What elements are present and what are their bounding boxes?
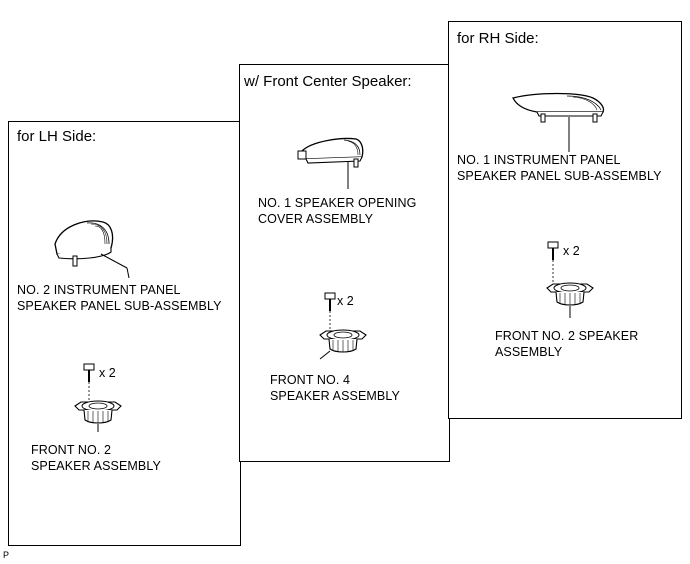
screw-icon bbox=[547, 241, 559, 284]
lh-screw-qty: x 2 bbox=[99, 366, 116, 380]
center-speaker-label: FRONT NO. 4 SPEAKER ASSEMBLY bbox=[270, 373, 400, 403]
lh-speaker-label: FRONT NO. 2 SPEAKER ASSEMBLY bbox=[31, 443, 161, 473]
panel-title-center: w/ Front Center Speaker: bbox=[244, 73, 412, 90]
center-screw-qty: x 2 bbox=[337, 294, 354, 308]
lh-panel-label: NO. 2 INSTRUMENT PANEL SPEAKER PANEL SUB… bbox=[17, 283, 222, 313]
panel-lh-side: for LH Side: NO. 2 INSTRUMENT PANEL SPEA… bbox=[8, 121, 241, 546]
panel-rh-side: for RH Side: NO. 1 INSTRUMENT PANEL SPEA… bbox=[448, 21, 682, 419]
panel-title-lh: for LH Side: bbox=[17, 128, 97, 145]
figure-code: P bbox=[3, 550, 10, 560]
rh-screw-qty: x 2 bbox=[563, 244, 580, 258]
speaker-panel-icon bbox=[54, 220, 130, 279]
speaker-panel-icon bbox=[512, 92, 605, 152]
screw-icon bbox=[324, 292, 336, 335]
panel-title-rh: for RH Side: bbox=[457, 30, 539, 47]
opening-cover-icon bbox=[297, 137, 364, 189]
panel-front-center: w/ Front Center Speaker: NO. 1 SPEAKER O… bbox=[239, 64, 450, 462]
speaker-icon bbox=[319, 329, 367, 360]
center-cover-label: NO. 1 SPEAKER OPENING COVER ASSEMBLY bbox=[258, 196, 417, 226]
speaker-icon bbox=[74, 400, 122, 432]
rh-panel-label: NO. 1 INSTRUMENT PANEL SPEAKER PANEL SUB… bbox=[457, 153, 662, 183]
speaker-icon bbox=[546, 282, 594, 318]
rh-speaker-label: FRONT NO. 2 SPEAKER ASSEMBLY bbox=[495, 329, 639, 359]
